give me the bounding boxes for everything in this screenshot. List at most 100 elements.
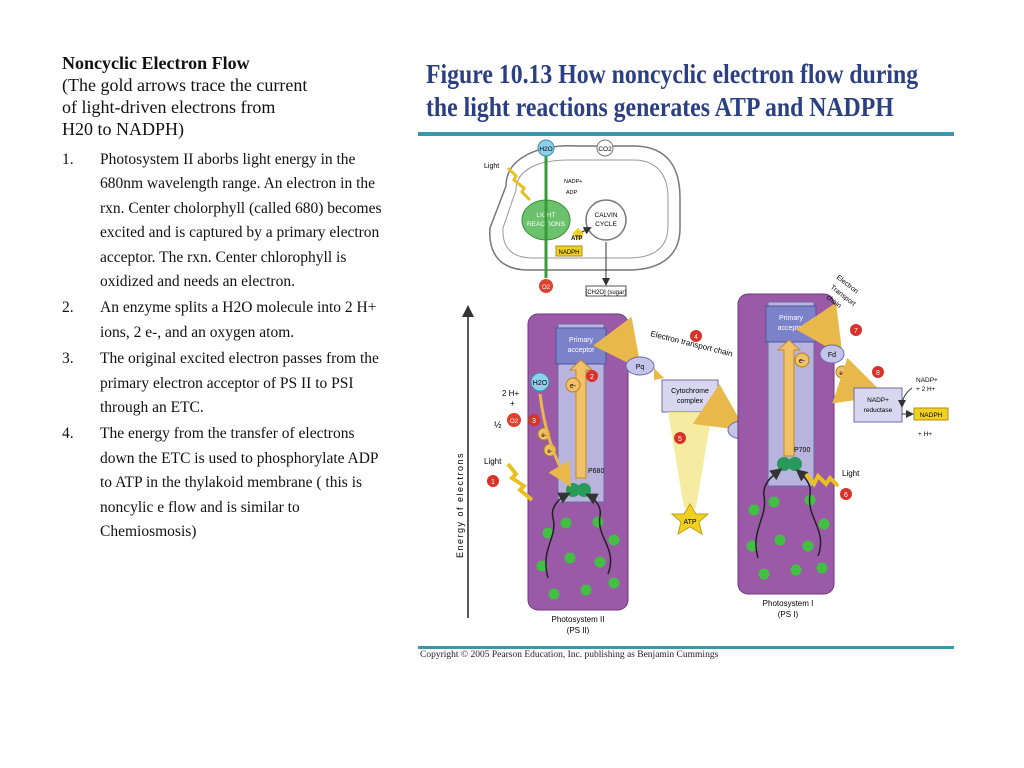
co2-bubble — [596, 139, 614, 157]
ps2-pigment — [592, 516, 604, 528]
overview-adp-label: ADP — [566, 190, 578, 196]
overview-nadph-label: NADPH — [558, 250, 579, 256]
half-label: ½ — [494, 420, 502, 430]
nadp-reductase-label-1: NADP+ — [867, 397, 889, 404]
ps1-pigment — [758, 568, 770, 580]
fd-electron-label: e- — [847, 379, 852, 385]
nadph-label: NADPH — [920, 412, 943, 419]
ps2-pigment — [564, 552, 576, 564]
ps1-label-2: (PS I) — [778, 610, 799, 619]
heading: Noncyclic Electron Flow (The gold arrows… — [62, 52, 382, 140]
etc-flow-head — [654, 368, 664, 380]
step-marker — [528, 414, 540, 426]
step-marker-label: 4 — [694, 334, 698, 341]
ps2-label-1: Photosystem II — [552, 615, 605, 624]
ps2-electron — [565, 377, 581, 393]
figure-title-line: the light reactions generates ATP and NA… — [426, 92, 894, 122]
ps1-electron-label: e- — [799, 358, 806, 365]
water-electron-flow-arrow — [538, 393, 572, 488]
list-item: 3. The original excited electron passes f… — [62, 347, 382, 420]
ps1-energy-transfer-arrow — [795, 469, 822, 557]
ps1-pigment — [802, 540, 814, 552]
ps1-pigment — [768, 496, 780, 508]
step-number: 4. — [62, 425, 74, 443]
p680-pigment — [577, 483, 591, 497]
calvin-cycle-circle — [585, 199, 627, 241]
figure-top-rule — [418, 132, 954, 136]
heading-subtitle-line: (The gold arrows trace the current — [62, 75, 308, 95]
chloroplast-overview: LIGHT REACTIONS CALVIN CYCLE H2O CO2 O2 … — [484, 139, 681, 297]
ps1-label-1: Photosystem I — [763, 599, 814, 608]
ps2-pigment — [594, 556, 606, 568]
overview-nadph-box — [555, 245, 583, 257]
ps2-pigment — [542, 527, 554, 539]
step-marker-label: 7 — [854, 328, 858, 335]
step-marker — [850, 324, 862, 336]
oxygen-bubble — [507, 413, 521, 427]
list-item: 2.An enzyme splits a H2O molecule into 2… — [62, 296, 382, 345]
list-item: 1.Photosystem II aborbs light energy in … — [62, 148, 382, 294]
energy-axis: Energy of electrons — [455, 305, 474, 618]
step-marker-label: 8 — [876, 370, 880, 377]
overview-nadp-label: NADP+ — [564, 179, 583, 185]
ps2-pigment — [536, 560, 548, 572]
overview-atp-label: ATP — [571, 236, 583, 242]
h-plus-label: + H+ — [918, 431, 932, 438]
figure-title-line: Figure 10.13 How noncyclic electron flow… — [426, 59, 919, 89]
plus-label: + — [510, 399, 515, 408]
pq-carrier — [625, 356, 655, 376]
p700-label: P700 — [794, 447, 810, 454]
overview-light-label: Light — [484, 163, 499, 170]
diagram-svg: LIGHT REACTIONS CALVIN CYCLE H2O CO2 O2 … — [455, 139, 949, 635]
ps2-electron-label: e- — [570, 383, 577, 390]
ps1-pigment — [774, 534, 786, 546]
sugar-label: [CH2O] (sugar) — [586, 290, 627, 296]
ps2-pigment — [548, 588, 560, 600]
step-number: 1. — [62, 151, 74, 168]
ps2-pigment — [608, 577, 620, 589]
fd-electron-label: e- — [839, 371, 844, 377]
step-number: 2. — [62, 299, 74, 317]
ps2-primary-acceptor-label-1: Primary — [569, 337, 594, 344]
photosystem-ii: Primary acceptor e- P680 Photosystem II … — [484, 313, 629, 635]
step-marker — [586, 370, 598, 382]
calvin-label-1: CALVIN — [595, 212, 618, 219]
ps2-pigment — [560, 517, 572, 529]
step-marker — [840, 488, 852, 500]
ps2-primary-acceptor-box — [555, 327, 607, 365]
ps1-primary-acceptor-label-2: acceptor — [778, 325, 806, 332]
ps1-excitation-arrow — [776, 339, 802, 457]
o2-bubble — [539, 279, 553, 293]
ps2-energy-transfer-arrow — [545, 492, 571, 579]
co2-label: CO2 — [598, 146, 612, 153]
step-marker-label: 6 — [844, 492, 848, 499]
step-marker — [487, 475, 499, 487]
ps1-pigment — [748, 504, 760, 516]
ps2-excitation-arrow — [568, 359, 594, 479]
water-electron-label: e- — [541, 433, 546, 439]
nadp-input-arrow — [898, 387, 913, 408]
text-panel: Noncyclic Electron Flow (The gold arrows… — [62, 52, 382, 547]
nadp-plus-label: NADP+ — [916, 377, 938, 384]
step-marker-label: 1 — [491, 479, 495, 486]
step-marker — [872, 366, 884, 378]
figure: Figure 10.13 How noncyclic electron flow… — [418, 52, 958, 682]
water-molecule — [530, 372, 550, 392]
ps1-etc-flow-arrow — [796, 302, 843, 356]
step-marker — [690, 330, 702, 342]
heading-title: Noncyclic Electron Flow — [62, 53, 250, 73]
ps1-primary-acceptor-label-1: Primary — [779, 315, 804, 322]
figure-title: Figure 10.13 How noncyclic electron flow… — [426, 58, 919, 124]
copyright: Copyright © 2005 Pearson Education, Inc.… — [420, 650, 719, 660]
overview-light-bolt — [506, 166, 532, 202]
atp-star — [670, 503, 710, 536]
step-number: 3. — [62, 350, 74, 368]
sugar-box — [585, 285, 627, 297]
figure-bottom-rule — [418, 646, 954, 649]
step-text: The original excited electron passes fro… — [100, 350, 379, 417]
two-h-plus-reductase-label: + 2 H+ — [916, 386, 936, 393]
list-item: 4.The energy from the transfer of electr… — [62, 422, 382, 544]
h2o-bubble — [537, 139, 555, 157]
fd-label: Fd — [828, 352, 836, 359]
step-markers: 1 2 3 4 5 6 7 8 — [487, 324, 884, 500]
